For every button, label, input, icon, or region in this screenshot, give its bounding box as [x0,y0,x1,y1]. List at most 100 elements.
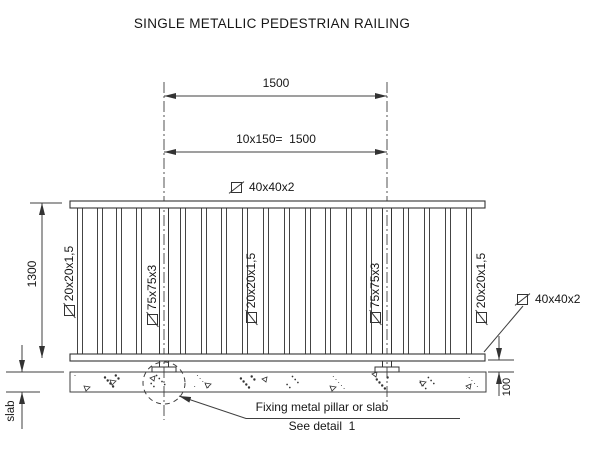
concrete-speck [471,380,473,381]
concrete-speck [427,376,430,379]
fixing-note-leader [178,395,460,419]
baluster [325,207,331,355]
square-hollow-section-icon [146,314,158,326]
baluster [97,207,103,355]
concrete-speck [117,377,120,380]
concrete-speck [378,381,381,384]
concrete-speck [253,378,256,381]
right-baluster-label: 20x20x1,5 [473,246,489,330]
concrete-speck [430,379,432,382]
left-pillar-label: 75x75x3 [144,262,160,328]
baluster [284,207,290,355]
baluster [346,207,352,355]
concrete-speck [297,381,299,384]
bottom-rail-label-text: 40x40x2 [535,292,581,306]
baluster [263,207,269,355]
square-hollow-section-icon [369,312,381,324]
dimension-rail-to-slab [488,336,514,396]
aggregate-triangle [261,376,268,383]
concrete-speck [288,386,291,389]
dimension-text-spacing: 10x150= 1500 [236,132,316,146]
dimension-text-height: 1300 [24,254,40,294]
top-rail [69,200,486,209]
concrete-speck [196,375,198,376]
concrete-speck [250,375,253,378]
aggregate-triangle [109,379,117,386]
balusters [77,207,472,355]
concrete-speck [381,384,384,387]
baluster [305,207,311,355]
baluster [180,207,186,355]
concrete-speck [161,380,163,383]
concrete-slab [69,371,487,393]
baluster [116,207,122,355]
concrete-speck [150,382,153,385]
slab-label: slab [3,394,19,428]
bottom-rail-label: 40x40x2 [517,292,580,306]
baluster [201,207,207,355]
aggregate-triangle [329,385,337,392]
concrete-speck [332,376,334,377]
see-detail-note: See detail 1 [288,419,356,433]
concrete-speck [114,374,118,377]
concrete-speck [343,388,345,389]
aggregate-triangle [204,382,212,389]
concrete-speck [466,388,467,389]
square-hollow-section-icon [517,293,528,305]
concrete-speck [432,382,435,385]
concrete-speck [468,377,470,378]
concrete-speck [242,380,245,383]
left-baluster-label-text: 20x20x1,5 [62,245,76,302]
aggregate-triangle [465,383,472,390]
concrete-speck [106,379,109,382]
concrete-texture [74,371,478,392]
square-hollow-section-icon [245,312,257,324]
baluster [445,207,451,355]
drawing-title: SINGLE METALLIC PEDESTRIAN RAILING [133,16,411,31]
concrete-speck [286,383,288,386]
right-pillar-label-text: 75x75x3 [368,262,382,309]
middle-baluster-label: 20x20x1,5 [243,246,259,330]
dimension-text-span: 1500 [262,76,290,90]
baluster [424,207,430,355]
dimension-height-value: 1300 [25,260,39,288]
bottom-rail [69,353,486,362]
concrete-speck [424,387,427,390]
dimension-slab [6,345,64,429]
concrete-speck [194,386,196,387]
concrete-speck [291,375,294,378]
concrete-speck [199,378,201,379]
dimension-rail-to-slab-value: 100 [501,377,513,397]
right-pillar-label: 75x75x3 [367,260,383,326]
detail-callout-circle [142,361,186,405]
baluster [221,207,227,355]
concrete-speck [294,378,297,381]
square-hollow-section-icon [231,181,242,193]
concrete-speck [476,386,478,387]
square-hollow-section-icon [63,305,75,317]
dimension-height [30,202,62,358]
concrete-speck [474,383,476,384]
dimension-text-rail-to-slab: 100 [499,372,515,402]
concrete-speck [202,381,204,382]
concrete-speck [103,376,107,379]
top-rail-label: 40x40x2 [231,180,294,194]
left-pillar-label-text: 75x75x3 [145,264,159,311]
concrete-speck [158,377,161,380]
baluster [466,207,472,355]
fixing-note: Fixing metal pillar or slab [255,400,389,414]
concrete-speck [111,385,115,388]
concrete-speck [383,387,387,390]
middle-baluster-label-text: 20x20x1,5 [244,252,258,309]
square-hollow-section-icon [475,312,487,324]
concrete-speck [239,377,243,380]
slab-label-text: slab [5,400,17,422]
left-baluster-label: 20x20x1,5 [61,239,77,323]
aggregate-triangle [371,371,378,378]
concrete-speck [153,385,155,388]
concrete-speck [375,378,378,381]
concrete-speck [338,382,340,383]
concrete-speck [155,374,158,377]
